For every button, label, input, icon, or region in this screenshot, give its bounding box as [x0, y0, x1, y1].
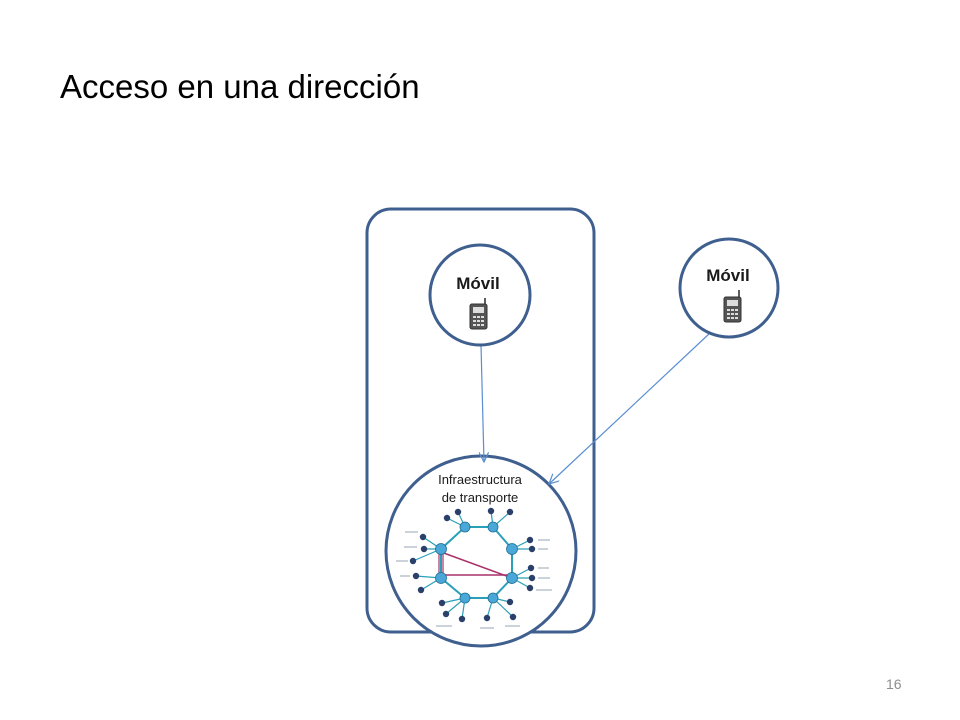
mobile-left-label: Móvil: [456, 274, 499, 293]
slide-title: Acceso en una dirección: [60, 68, 420, 105]
infrastructure-label-line2: de transporte: [442, 490, 519, 505]
mobile-node-right: Móvil: [678, 237, 780, 339]
infrastructure-label-line1: Infraestructura: [438, 472, 523, 487]
page-number: 16: [886, 676, 902, 692]
mobile-node-left: Móvil: [428, 243, 532, 347]
arrow-left-mobile-to-infrastructure: [481, 344, 484, 462]
infrastructure-node: Infraestructura de transporte: [384, 454, 578, 648]
mobile-right-label: Móvil: [706, 266, 749, 285]
mobile-phone-icon: [723, 290, 742, 323]
network-diagram: [396, 507, 552, 629]
mobile-phone-icon: [469, 298, 488, 330]
arrow-right-mobile-to-infrastructure: [549, 332, 711, 484]
